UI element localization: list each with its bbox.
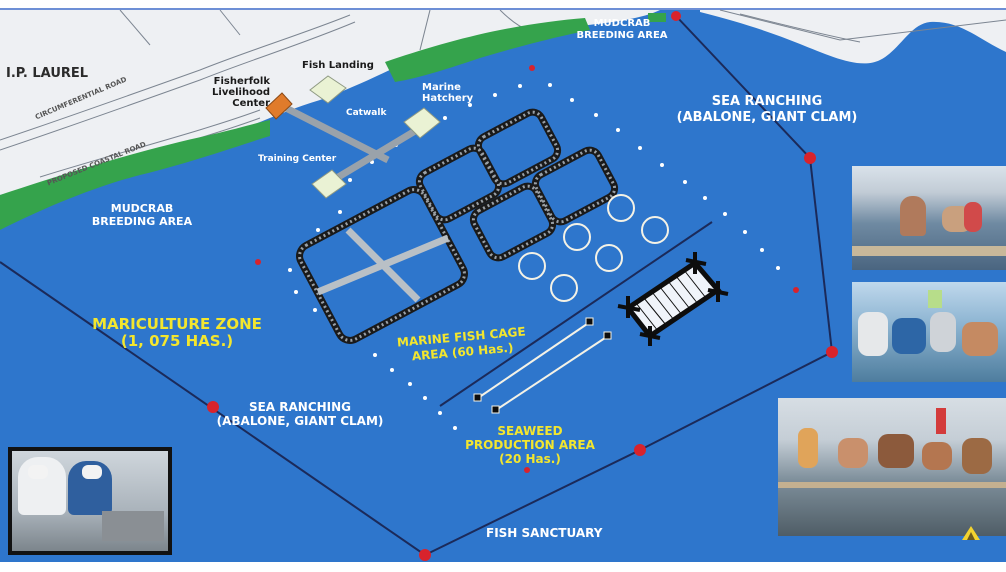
seaweed-lines — [477, 321, 609, 411]
label-fisherfolk-center: Fisherfolk Livelihood Center — [212, 76, 270, 109]
photo-cage-workers — [778, 398, 1006, 536]
top-border — [0, 0, 1006, 8]
zone-boundary — [0, 15, 834, 557]
label-mariculture-zone: MARICULTURE ZONE (1, 075 HAS.) — [92, 315, 262, 350]
photo-people-in-water — [852, 166, 1006, 270]
fish-landing-building — [309, 75, 347, 104]
label-fish-landing: Fish Landing — [302, 60, 374, 71]
mudcrab-area-top — [385, 18, 590, 82]
cage-area-divider — [439, 221, 713, 407]
label-sea-ranching-bottom: SEA RANCHING (ABALONE, GIANT CLAM) — [216, 400, 384, 428]
fisherfolk-center-building — [265, 92, 293, 120]
marine-hatchery-building — [403, 107, 441, 139]
label-mudcrab-left: MUDCRAB BREEDING AREA — [91, 202, 193, 228]
label-training-center: Training Center — [258, 154, 337, 164]
marker-buoys — [207, 11, 838, 561]
photo-fishers-boat — [852, 282, 1006, 382]
label-road-name: I.P. LAUREL — [6, 66, 89, 81]
seaweed-rack — [617, 252, 729, 346]
label-mudcrab-top: MUDCRAB BREEDING AREA — [576, 18, 668, 41]
label-sea-ranching-top: SEA RANCHING (ABALONE, GIANT CLAM) — [676, 94, 858, 125]
training-center-building — [311, 169, 347, 199]
photo-lab-workers — [8, 447, 172, 555]
label-marine-hatchery: Marine Hatchery — [422, 82, 474, 104]
label-seaweed-area: SEAWEED PRODUCTION AREA (20 Has.) — [465, 424, 595, 466]
logo-icon — [962, 526, 980, 540]
round-cages — [518, 194, 669, 302]
mudcrab-area-left — [0, 120, 270, 230]
label-fish-sanctuary: FISH SANCTUARY — [486, 526, 603, 540]
bottom-border — [0, 562, 1006, 572]
label-catwalk: Catwalk — [346, 108, 387, 118]
catwalk — [265, 75, 441, 199]
